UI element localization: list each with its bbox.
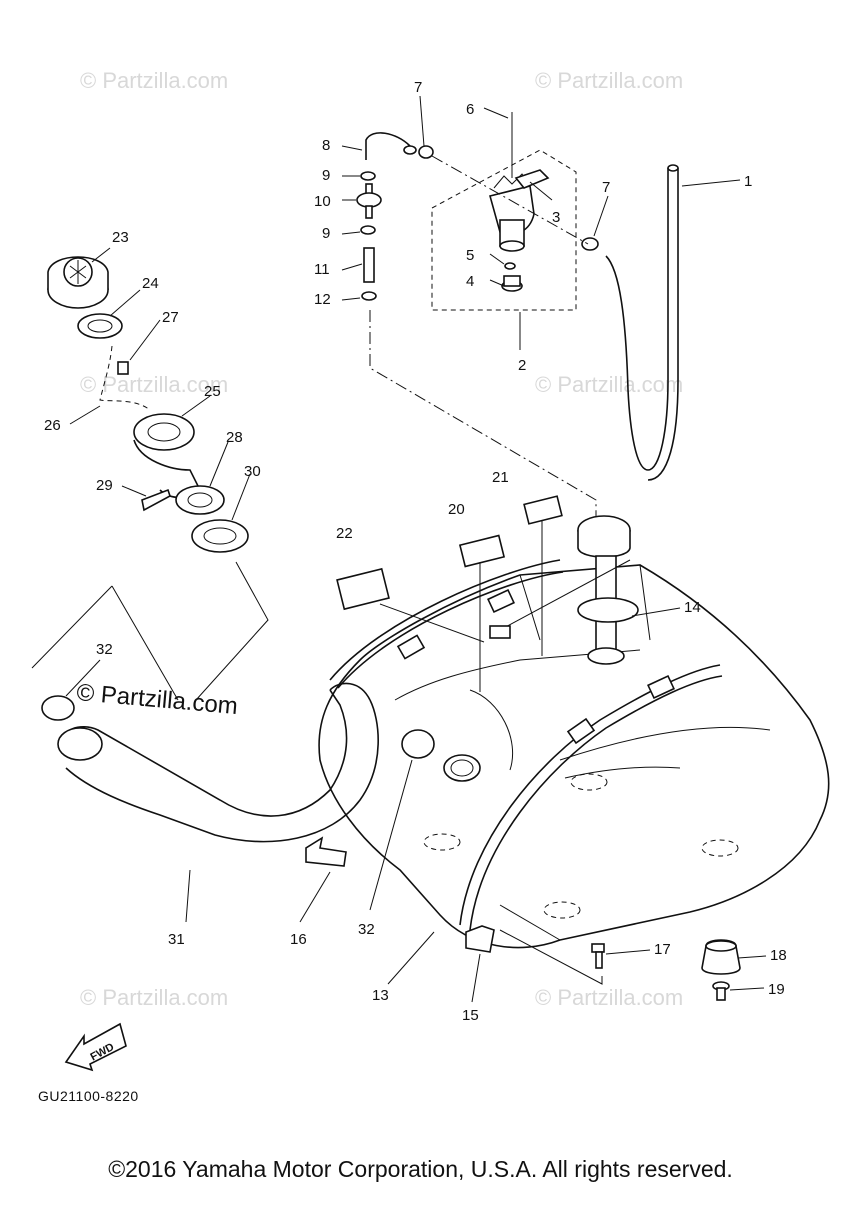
check-valve-10 — [356, 183, 382, 219]
callout-25: 25 — [204, 383, 221, 400]
filler-cap-23 — [47, 256, 109, 309]
clamp-9 — [360, 171, 376, 181]
callout-14: 14 — [684, 599, 701, 616]
callout-8: 8 — [322, 137, 330, 154]
callout-21: 21 — [492, 469, 509, 486]
watermark: © Partzilla.com — [80, 985, 228, 1010]
callout-20: 20 — [448, 501, 465, 518]
callout-6: 6 — [466, 101, 474, 118]
callout-26: 26 — [44, 417, 61, 434]
callout-9: 9 — [322, 167, 330, 184]
callout-11: 11 — [314, 261, 330, 278]
label-22 — [336, 567, 390, 611]
bracket-15 — [465, 925, 495, 953]
watermark: © Partzilla.com — [80, 68, 228, 93]
hose-11 — [363, 247, 375, 283]
fuel-tank — [318, 564, 830, 949]
screw-29 — [141, 488, 171, 512]
leader-line — [369, 310, 597, 522]
fwd-arrow-icon: FWD — [64, 1022, 127, 1072]
label-21 — [523, 495, 563, 525]
screw-27 — [117, 361, 129, 375]
callout-1: 1 — [744, 173, 752, 190]
filler-neck-25 — [133, 413, 201, 499]
label-20 — [458, 534, 506, 568]
fuel-cock-body — [489, 173, 535, 252]
watermark: © Partzilla.com — [80, 372, 228, 397]
callout-17: 17 — [654, 941, 671, 958]
lever-3 — [514, 169, 550, 189]
fuel-hose-31 — [59, 689, 348, 817]
watermark: © Partzilla.com — [535, 68, 683, 93]
callout-16: 16 — [290, 931, 307, 948]
clamp-7 — [418, 145, 434, 159]
tank-straps — [329, 559, 723, 931]
clamp-7 — [581, 237, 599, 251]
callout-30: 30 — [244, 463, 261, 480]
watermark-main: © Partzilla.com — [75, 679, 238, 720]
callout-10: 10 — [314, 193, 331, 210]
callout-32: 32 — [96, 641, 113, 658]
gasket-24 — [77, 313, 123, 339]
callout-19: 19 — [768, 981, 785, 998]
callout-7: 7 — [602, 179, 610, 196]
bolt-17 — [591, 943, 605, 969]
fuel-cock-assembly-2 — [431, 149, 577, 311]
callout-5: 5 — [466, 247, 474, 264]
callout-9: 9 — [322, 225, 330, 242]
callout-12: 12 — [314, 291, 331, 308]
callout-28: 28 — [226, 429, 243, 446]
clamp-32 — [41, 695, 75, 721]
callout-leaders — [65, 95, 767, 1003]
callout-32: 32 — [358, 921, 375, 938]
copyright-notice: ©2016 Yamaha Motor Corporation, U.S.A. A… — [108, 1156, 733, 1182]
leader-line — [431, 155, 589, 245]
callout-24: 24 — [142, 275, 159, 292]
callout-15: 15 — [462, 1007, 479, 1024]
callout-2: 2 — [518, 357, 526, 374]
watermark: © Partzilla.com — [535, 372, 683, 397]
callout-29: 29 — [96, 477, 113, 494]
callout-23: 23 — [112, 229, 129, 246]
chain-26 — [99, 345, 151, 411]
clamp-9 — [360, 225, 376, 235]
gasket-28 — [175, 485, 225, 515]
callout-3: 3 — [552, 209, 560, 226]
bolt-19 — [712, 981, 730, 1001]
gasket-30 — [191, 519, 249, 553]
callout-18: 18 — [770, 947, 787, 964]
washer-5 — [504, 262, 516, 270]
callout-27: 27 — [162, 309, 179, 326]
clamp-12 — [361, 291, 377, 301]
callout-22: 22 — [336, 525, 353, 542]
watermark: © Partzilla.com — [535, 985, 683, 1010]
callout-31: 31 — [168, 931, 185, 948]
callout-4: 4 — [466, 273, 474, 290]
filter-4 — [501, 275, 523, 292]
diagram-code: GU21100-8220 — [38, 1088, 139, 1104]
hose-1 — [605, 168, 669, 471]
fuel-sender-14 — [489, 515, 639, 665]
hose-8 — [365, 132, 411, 160]
callout-7: 7 — [414, 79, 422, 96]
damper-18 — [701, 939, 741, 975]
clamp-32 — [401, 729, 435, 759]
callout-13: 13 — [372, 987, 389, 1004]
bracket-16 — [305, 836, 347, 867]
